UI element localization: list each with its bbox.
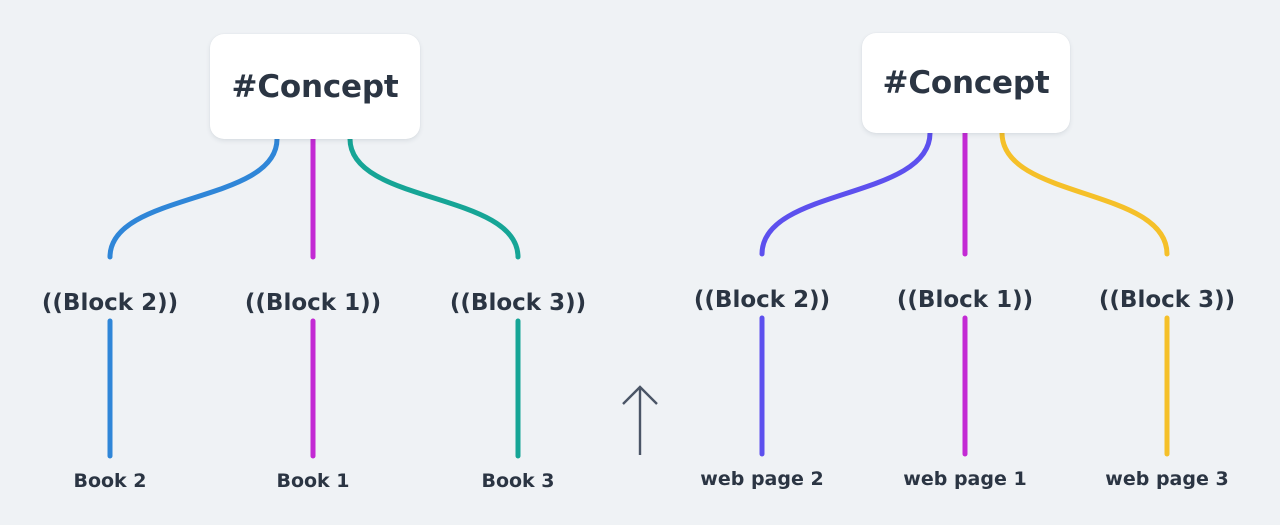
source-label[interactable]: web page 1 — [903, 468, 1027, 490]
edge-concept-to-block — [107, 136, 280, 260]
block-label[interactable]: ((Block 1)) — [244, 290, 382, 316]
source-label[interactable]: Book 3 — [481, 470, 555, 492]
concept-node-label: #Concept — [231, 68, 399, 105]
block-label[interactable]: ((Block 1)) — [896, 287, 1034, 313]
block-label[interactable]: ((Block 2)) — [41, 290, 179, 316]
concept-node[interactable]: #Concept — [210, 34, 420, 139]
block-label[interactable]: ((Block 3)) — [449, 290, 587, 316]
block-label[interactable]: ((Block 2)) — [693, 287, 831, 313]
edge-concept-to-block — [999, 130, 1170, 257]
edge-concept-to-block — [347, 136, 521, 260]
source-label[interactable]: Book 2 — [73, 470, 147, 492]
source-label[interactable]: web page 2 — [700, 468, 824, 490]
source-label[interactable]: web page 3 — [1105, 468, 1229, 490]
arrow-up-icon — [622, 385, 658, 455]
center-arrow — [610, 385, 670, 455]
concept-node-label: #Concept — [882, 65, 1050, 101]
edge-concept-to-block — [759, 130, 933, 257]
concept-node[interactable]: #Concept — [862, 33, 1070, 133]
block-label[interactable]: ((Block 3)) — [1098, 287, 1236, 313]
source-label[interactable]: Book 1 — [276, 470, 350, 492]
